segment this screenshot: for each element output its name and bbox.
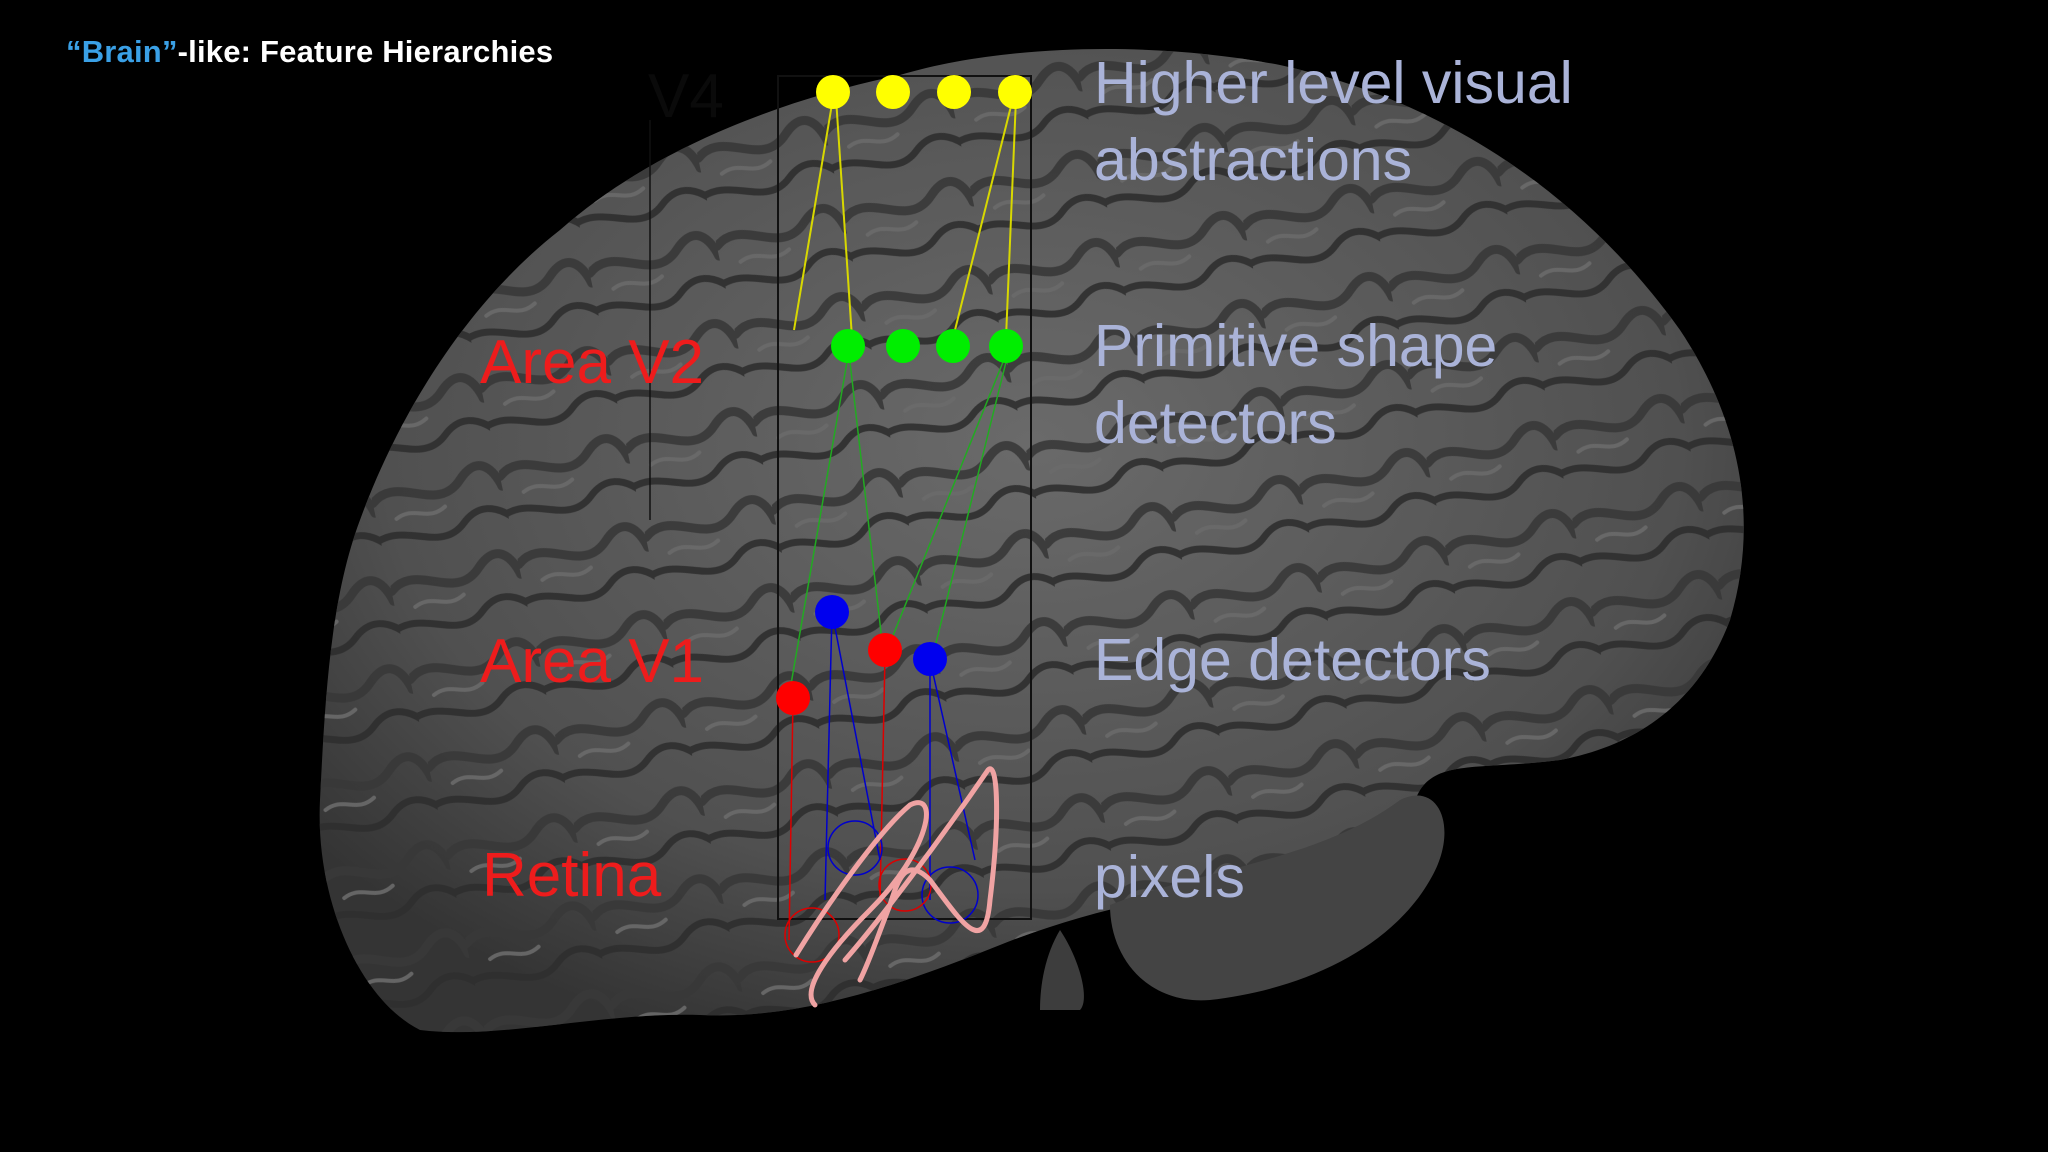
v1-node-blue [815, 595, 849, 629]
v4-node [876, 75, 910, 109]
v1-node-blue [913, 642, 947, 676]
v2-description-line1: Primitive shape [1094, 313, 1497, 379]
retina-label: Retina [482, 841, 662, 910]
v4-node [816, 75, 850, 109]
v2-node [989, 329, 1023, 363]
brain-brainstem [1040, 930, 1084, 1010]
v1-node-red [776, 681, 810, 715]
v4-description-line2: abstractions [1094, 127, 1412, 193]
retina-description: pixels [1094, 844, 1245, 910]
v1-description: Edge detectors [1094, 627, 1491, 693]
area-v2-label: Area V2 [480, 328, 704, 397]
v1-node-red [868, 633, 902, 667]
v2-node [936, 329, 970, 363]
v4-description-line1: Higher level visual [1094, 50, 1573, 116]
area-v1-label: Area V1 [480, 627, 704, 696]
v2-description-line2: detectors [1094, 390, 1337, 456]
v4-label: V4 [648, 62, 724, 131]
v4-node [937, 75, 971, 109]
v2-node [886, 329, 920, 363]
v4-node [998, 75, 1032, 109]
v2-node [831, 329, 865, 363]
